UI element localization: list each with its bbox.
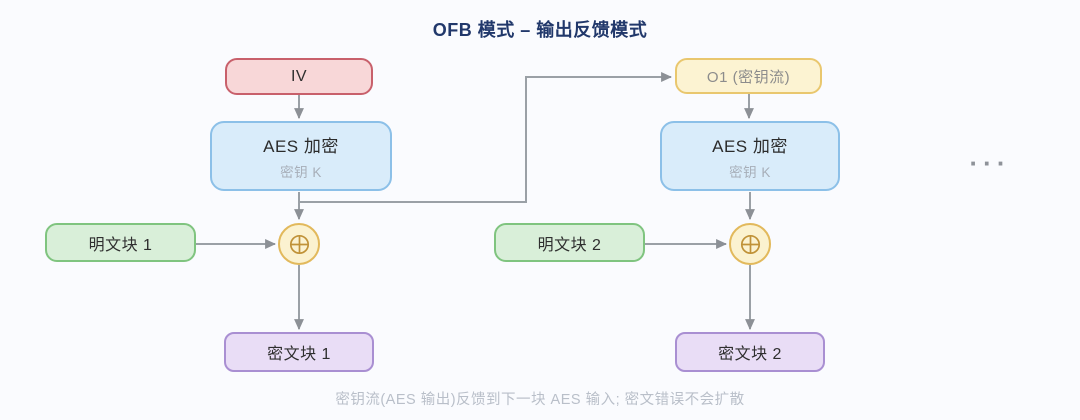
diagram-caption: 密钥流(AES 输出)反馈到下一块 AES 输入; 密文错误不会扩散 (335, 392, 745, 408)
aes2-key-label: 密钥 K (729, 164, 771, 180)
more-blocks-ellipsis: ··· (969, 148, 1011, 178)
feedback-line-aes1-to-keystream1 (299, 72, 673, 203)
xor-node-1 (278, 223, 320, 265)
ciphertext1-label: 密文块 1 (267, 346, 331, 363)
plaintext-block-1: 明文块 1 (45, 223, 196, 262)
iv-label: IV (290, 67, 308, 85)
aes1-label: AES 加密 (263, 136, 339, 156)
plaintext2-label: 明文块 2 (537, 236, 602, 254)
keystream1-label: O1 (密钥流) (706, 68, 791, 86)
aes-encrypt-block-1: AES 加密 密钥 K (210, 121, 392, 191)
ciphertext-block-2: 密文块 2 (675, 332, 825, 372)
xor-icon (740, 234, 760, 254)
ciphertext-block-1: 密文块 1 (224, 332, 374, 372)
ciphertext2-label: 密文块 2 (718, 346, 782, 363)
aes1-key-label: 密钥 K (280, 164, 322, 180)
aes-encrypt-block-2: AES 加密 密钥 K (660, 121, 840, 191)
iv-block: IV (225, 58, 373, 95)
aes2-label: AES 加密 (712, 136, 788, 156)
plaintext-block-2: 明文块 2 (494, 223, 645, 262)
xor-node-2 (729, 223, 771, 265)
diagram-title: OFB 模式 – 输出反馈模式 (432, 20, 648, 40)
plaintext1-label: 明文块 1 (88, 236, 153, 254)
xor-icon (289, 234, 309, 254)
keystream-block-1: O1 (密钥流) (675, 58, 822, 94)
